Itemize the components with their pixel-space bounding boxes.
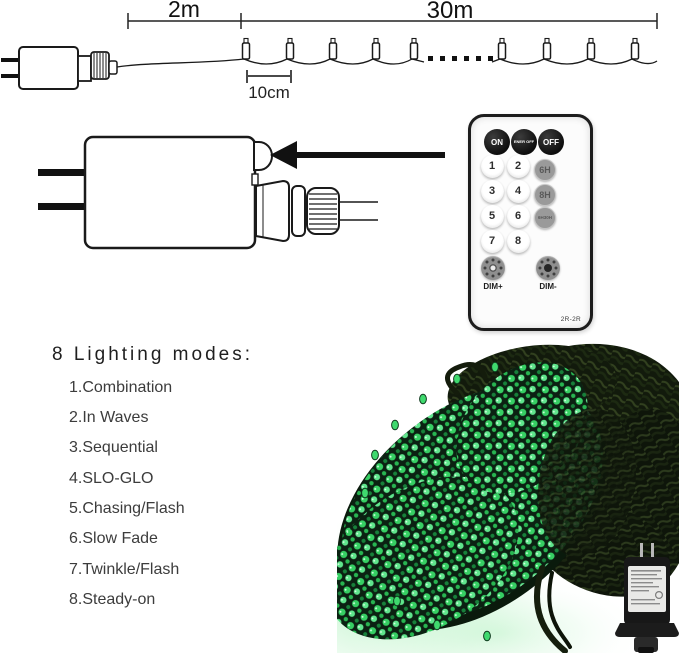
mode-button-4: 4 [506,179,530,203]
green-led-cluster [337,362,637,640]
ener-off-button: ENER OFF [511,129,537,155]
remote-model-label: 2R-2R [560,316,581,323]
mode-button-8: 8 [506,229,530,253]
lead-length-label: 2m [168,0,200,22]
bulb-icons [241,37,640,60]
mode-button-6: 6 [506,204,530,228]
timer-8h-button: 8H [534,184,556,206]
threaded-connector [306,187,340,235]
ellipsis-dots [428,56,493,61]
mode-item: 8.Steady-on [69,591,156,608]
stray-wires [445,362,572,653]
pointer-arrow-icon [270,141,445,169]
mode-button-5: 5 [480,204,504,228]
remote-control: ON ENER OFF OFF 1 2 3 4 5 6 7 8 6H 8H 6H… [468,114,593,331]
bulb-spacing-label: 10cm [248,83,290,102]
adapter-label [628,566,666,612]
mode-item: 5.Chasing/Flash [69,500,185,517]
product-photo [337,343,679,653]
string-length-dimension [241,13,658,29]
connector-release-tab [253,141,273,171]
dim-plus-button [481,256,505,280]
sun-icon [489,264,497,272]
mode-item: 4.SLO-GLO [69,470,154,487]
lighting-modes-heading: 8 Lighting modes: [52,344,253,365]
mode-button-1: 1 [480,154,504,178]
mode-button-7: 7 [480,229,504,253]
plug-drawing [1,46,118,90]
timer-6h-button: 6H [534,159,556,181]
mode-item: 3.Sequential [69,439,158,456]
connector-collar [255,179,290,243]
light-string-wire [116,58,425,68]
bulb-spacing-dimension [246,70,292,83]
adapter-body [83,135,257,250]
timer-extra-button: 6H30H [534,207,556,229]
mode-item: 2.In Waves [69,409,149,426]
dim-minus-button [536,256,560,280]
string-length-diagram: 2m 30m 10cm [1,0,658,102]
dim-plus-label: DIM+ [483,282,503,291]
edge-bulbs [361,361,499,642]
adapter-connector-diagram [38,135,445,250]
power-adapter-photo [615,543,679,653]
mode-item: 7.Twinkle/Flash [69,561,180,578]
off-button: OFF [538,129,564,155]
string-length-label: 30m [427,0,474,24]
on-button: ON [484,129,510,155]
light-string-wire [491,58,658,65]
mode-button-2: 2 [506,154,530,178]
mode-item: 6.Slow Fade [69,530,158,547]
mode-button-3: 3 [480,179,504,203]
dim-minus-label: DIM- [539,282,557,291]
sun-icon [544,264,552,272]
mode-item: 1.Combination [69,379,173,396]
